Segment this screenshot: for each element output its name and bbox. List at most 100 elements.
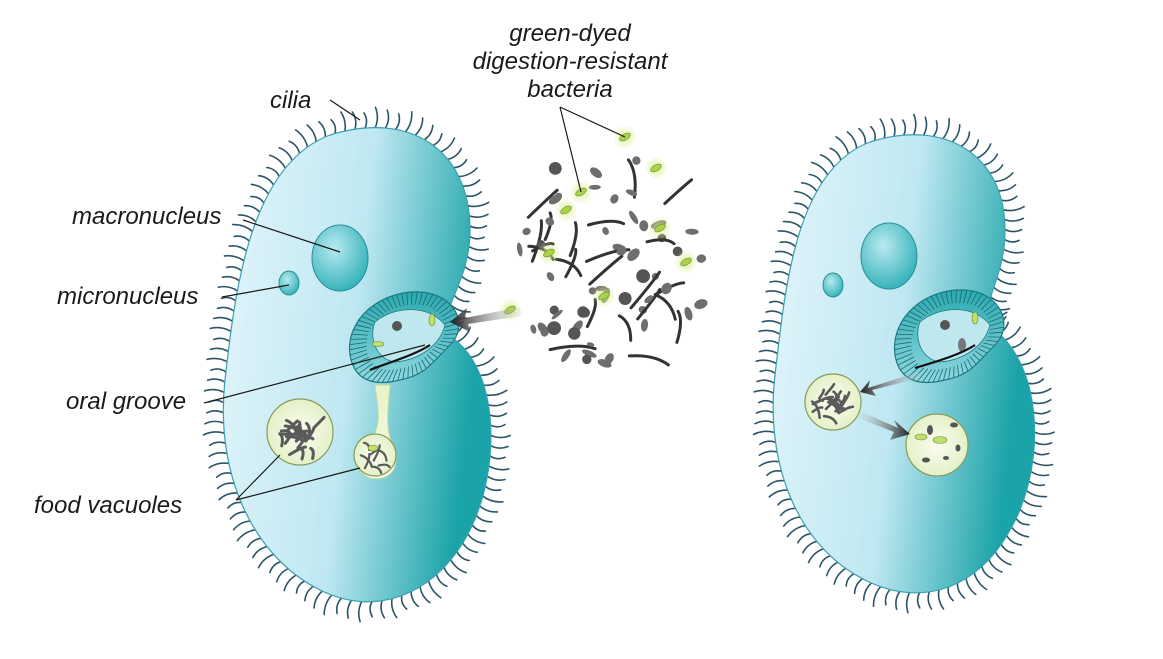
cilium — [364, 113, 367, 128]
cilium — [468, 534, 485, 543]
cilium — [458, 286, 475, 293]
cilium — [1028, 379, 1043, 384]
cilium — [769, 490, 787, 497]
bacterium-coccus — [568, 327, 580, 339]
cilium — [486, 390, 506, 395]
cilium — [999, 185, 1016, 191]
cilium — [795, 192, 812, 201]
cilium — [462, 276, 481, 283]
bacterium-in-groove-green — [972, 312, 978, 324]
cilium — [279, 148, 292, 161]
cilium — [982, 566, 993, 578]
paramecium-right — [754, 115, 1055, 613]
cilium — [928, 592, 931, 609]
cilium — [386, 110, 389, 128]
cilium — [484, 380, 499, 385]
cilium — [760, 350, 778, 353]
cilium — [763, 321, 782, 324]
cilium — [228, 502, 241, 508]
cilium — [463, 180, 480, 186]
cilium — [821, 155, 834, 167]
cilium — [997, 278, 1016, 284]
cilium — [974, 573, 986, 590]
bacterium-in-groove-green — [429, 314, 435, 326]
paramecium-left — [204, 107, 511, 621]
cilium — [208, 379, 225, 382]
cilium — [305, 586, 313, 600]
label-macronucleus: macronucleus — [72, 205, 221, 229]
cilium — [943, 119, 949, 139]
bacterium-coccus — [619, 292, 632, 305]
label-cilia: cilia — [270, 89, 311, 113]
cilium — [1012, 527, 1029, 537]
cilium — [1027, 491, 1047, 497]
cilium — [490, 456, 505, 459]
cilium — [466, 192, 481, 196]
cilium — [1005, 230, 1022, 232]
cilium — [375, 107, 377, 127]
cilium — [795, 203, 808, 209]
bacterium — [522, 227, 532, 236]
bacterium-in-groove — [392, 321, 402, 331]
cilium — [768, 481, 784, 486]
cilium — [903, 120, 906, 135]
cilium — [270, 562, 281, 573]
cilium — [219, 493, 237, 500]
cilium — [880, 119, 885, 138]
cilium — [267, 168, 279, 177]
cilium — [1016, 519, 1029, 525]
cilium — [1001, 196, 1016, 200]
cilium — [227, 267, 242, 271]
cilium — [237, 530, 255, 541]
micronucleus-left — [279, 271, 299, 295]
bacterium — [516, 242, 523, 257]
cilium — [948, 587, 953, 601]
cilium — [827, 562, 838, 575]
micronucleus-right — [823, 273, 843, 297]
cilium — [907, 593, 910, 613]
cilium — [207, 411, 224, 413]
cilium — [846, 574, 854, 586]
leader-bacteria-1 — [560, 107, 581, 192]
cilium — [337, 598, 342, 613]
title-line-1: green-dyed — [470, 22, 670, 46]
cilium — [1029, 481, 1044, 485]
cilium — [933, 121, 937, 137]
cilium — [381, 601, 384, 618]
bacterium — [545, 271, 556, 283]
cilium — [756, 360, 776, 363]
cilium — [1001, 544, 1013, 553]
cilium — [251, 197, 264, 203]
cilium — [767, 471, 782, 475]
cilium — [754, 431, 775, 434]
cilium — [784, 517, 800, 526]
cilium — [1017, 349, 1030, 356]
cilium — [411, 592, 418, 607]
cilium — [802, 183, 817, 192]
cilium — [392, 599, 397, 618]
cilium — [209, 463, 229, 468]
bacterium-spirillum — [655, 295, 675, 320]
title-line-3: bacteria — [470, 78, 670, 102]
cilium — [465, 338, 478, 349]
cilium — [1024, 500, 1042, 506]
cilium — [1033, 462, 1053, 466]
cilium — [952, 125, 959, 142]
cilium — [760, 370, 775, 373]
cilium — [454, 160, 467, 168]
bacterium-coccus — [577, 306, 588, 317]
cilium — [766, 311, 782, 314]
cilium — [470, 236, 484, 238]
cilium — [233, 225, 253, 232]
cilium — [406, 112, 412, 132]
cilium — [798, 534, 811, 543]
bacterium — [609, 193, 621, 205]
cilium — [859, 129, 865, 144]
cilium — [757, 380, 774, 383]
cilium — [467, 257, 484, 261]
cilium — [230, 512, 245, 519]
cilium — [489, 466, 509, 470]
groove-rib — [956, 290, 957, 303]
label-food-vacuoles: food vacuoles — [34, 494, 182, 518]
cilium — [244, 206, 259, 213]
